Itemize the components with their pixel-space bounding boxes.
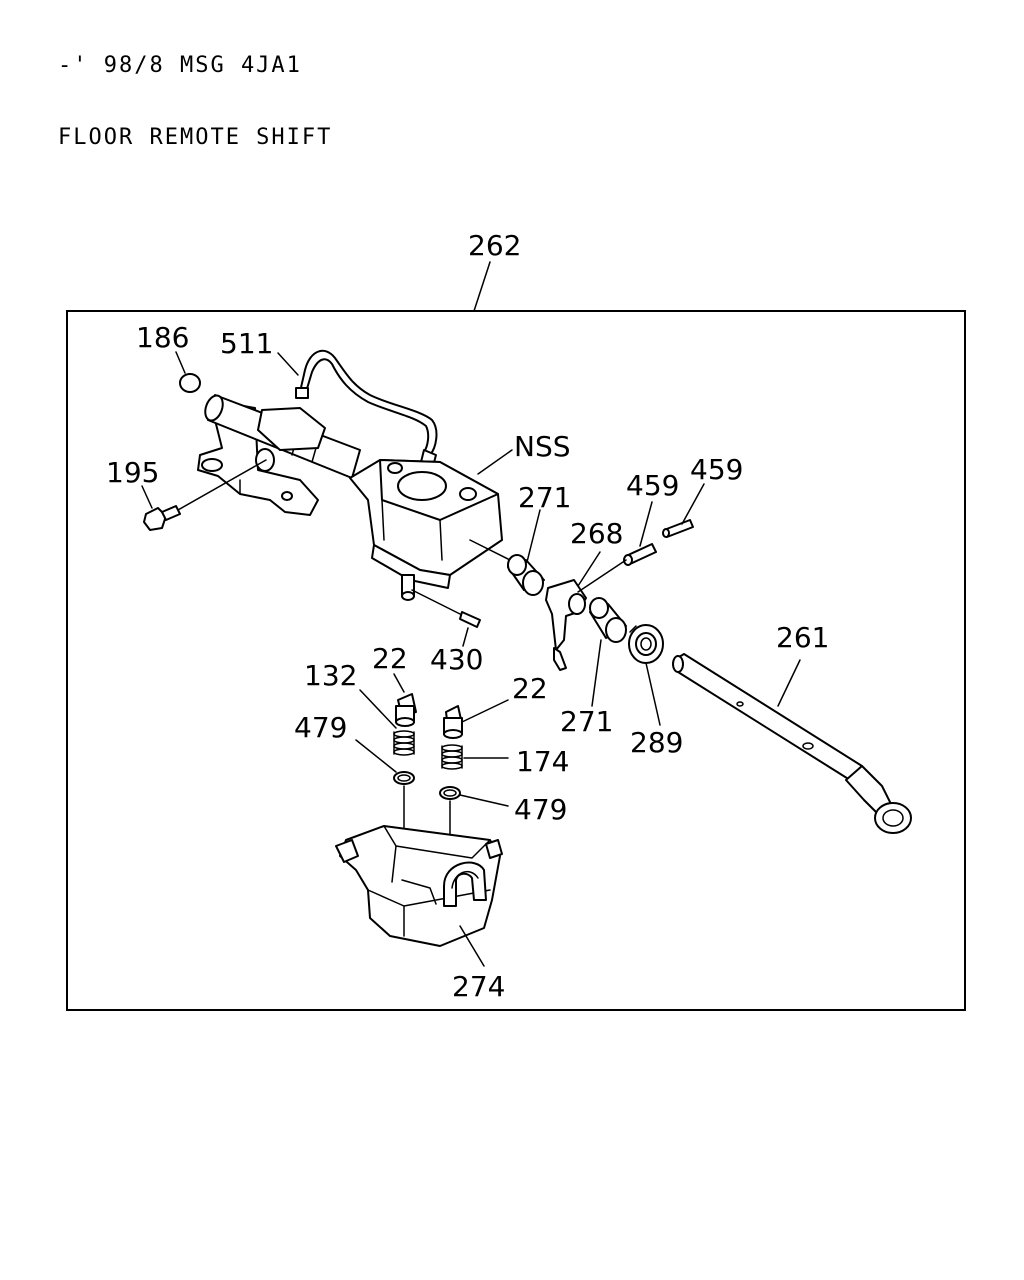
callout-22-left: 22 <box>372 642 408 675</box>
leader-271-lower <box>591 639 602 707</box>
part-22-plunger-right <box>443 705 463 739</box>
part-174-spring <box>441 744 463 770</box>
part-479-oring-right <box>439 786 461 800</box>
shaft-axis-line <box>469 539 511 561</box>
leader-271-upper <box>526 509 541 563</box>
leader-132 <box>359 689 397 729</box>
part-271-bushing-upper <box>507 554 545 596</box>
callout-271-lower: 271 <box>560 705 613 738</box>
callout-289: 289 <box>630 726 683 759</box>
callout-271-upper: 271 <box>518 481 571 514</box>
leader-479-left <box>355 739 397 773</box>
part-459-pin-b <box>662 519 694 538</box>
leader-274 <box>459 925 485 967</box>
leader-430 <box>462 627 469 647</box>
part-271-bushing-lower <box>589 597 627 643</box>
callout-174: 174 <box>516 745 569 778</box>
leader-195-label <box>141 485 153 509</box>
callout-479-left: 479 <box>294 711 347 744</box>
leader-22-right <box>461 699 509 723</box>
leader-459-to-lever <box>577 559 627 593</box>
callout-479-right: 479 <box>514 793 567 826</box>
callout-186: 186 <box>136 321 189 354</box>
part-261-shift-rod <box>672 653 912 834</box>
callout-430: 430 <box>430 643 483 676</box>
leader-262 <box>473 261 491 312</box>
part-479-oring-left-inner <box>397 774 411 782</box>
part-195-bolt <box>143 505 181 531</box>
callout-132: 132 <box>304 659 357 692</box>
part-274-base <box>335 825 503 947</box>
part-132-spring <box>393 730 415 756</box>
leader-511 <box>277 352 299 376</box>
part-186-cap <box>179 373 201 393</box>
callout-NSS: NSS <box>514 430 571 463</box>
leader-268 <box>577 551 601 587</box>
leader-289 <box>645 662 661 726</box>
leader-195 <box>177 459 267 511</box>
callout-262: 262 <box>468 229 521 262</box>
assembly-frame <box>66 310 966 1011</box>
leader-NSS <box>477 449 513 475</box>
part-479-oring-left <box>393 771 415 785</box>
part-479-oring-right-inner <box>443 789 457 797</box>
leader-479-right <box>459 794 509 807</box>
callout-268: 268 <box>570 517 623 550</box>
part-268-lever <box>545 579 587 671</box>
leader-22-left <box>393 673 405 693</box>
part-22-plunger-left <box>395 693 417 727</box>
callout-22-right: 22 <box>512 672 548 705</box>
callout-459-a: 459 <box>626 469 679 502</box>
part-430-pin <box>411 589 481 628</box>
callout-274: 274 <box>452 970 505 1003</box>
diagram-header: -' 98/8 MSG 4JA1 FLOOR REMOTE SHIFT <box>58 6 332 174</box>
header-title-line: FLOOR REMOTE SHIFT <box>58 125 333 150</box>
callout-261: 261 <box>776 621 829 654</box>
leader-459-b <box>681 483 705 525</box>
callout-195: 195 <box>106 456 159 489</box>
leader-459-a <box>639 501 653 547</box>
part-289-bearing <box>628 624 664 664</box>
nss-housing <box>349 459 503 601</box>
leader-261 <box>777 659 801 707</box>
tube-cover-plate <box>257 407 326 451</box>
leader-186 <box>175 351 186 374</box>
callout-511: 511 <box>220 327 273 360</box>
callout-459-b: 459 <box>690 453 743 486</box>
header-model-line: -' 98/8 MSG 4JA1 <box>58 53 302 78</box>
part-459-pin-a <box>623 543 657 566</box>
